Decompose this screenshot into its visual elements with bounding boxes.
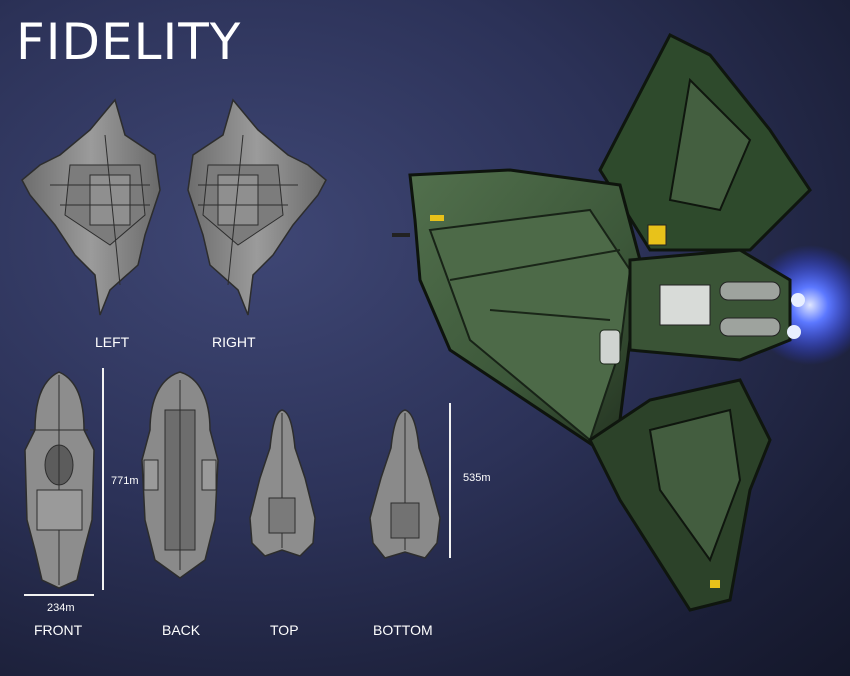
ship-render — [392, 32, 850, 612]
label-left: LEFT — [95, 334, 130, 350]
front-width-label: 234m — [47, 602, 75, 614]
top-height-label: 535m — [463, 472, 491, 484]
left-view-schematic — [21, 98, 161, 316]
right-view-schematic — [187, 98, 327, 316]
front-height-label: 771m — [111, 475, 139, 487]
label-bottom: BOTTOM — [373, 622, 433, 638]
front-width-bar — [24, 594, 94, 596]
page-title: FIDELITY — [16, 13, 242, 71]
label-back: BACK — [162, 622, 201, 638]
bottom-view-schematic — [369, 409, 441, 559]
label-top: TOP — [270, 622, 299, 638]
top-view-schematic — [249, 409, 316, 557]
front-height-bar — [102, 368, 104, 590]
back-view-schematic — [141, 371, 219, 579]
label-right: RIGHT — [212, 334, 256, 350]
label-front: FRONT — [34, 622, 83, 638]
front-view-schematic — [24, 371, 95, 589]
top-height-bar — [449, 403, 451, 558]
